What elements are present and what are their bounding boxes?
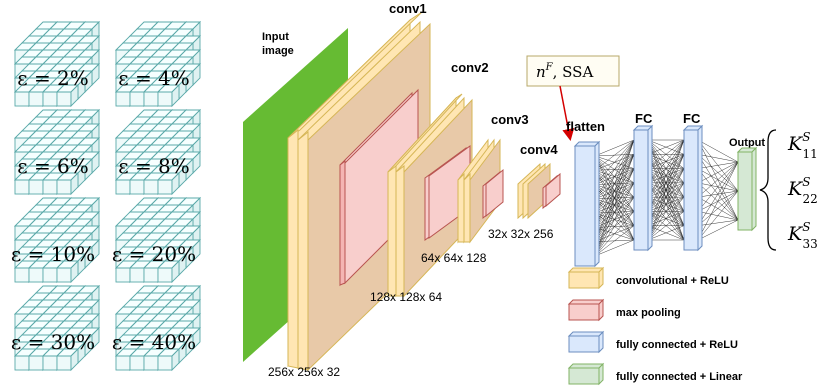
legend-swatch-conv	[568, 271, 600, 289]
dim-conv3: 64x 64x 128	[421, 251, 487, 265]
conv1-label: conv1	[389, 1, 427, 16]
porosity-label-3-0: ε = 30%	[11, 330, 95, 354]
legend-label-fc_relu: fully connected + ReLU	[616, 339, 738, 351]
legend-label-fc_linear: fully connected + Linear	[616, 371, 743, 383]
input-label-line2: image	[262, 45, 294, 57]
porosity-cube-0-0	[13, 20, 101, 108]
porosity-label-1-0: ε = 6%	[17, 154, 89, 178]
annotation-arrow	[559, 85, 575, 141]
input-label-line1: Input	[262, 31, 289, 43]
porosity-cube-2-1	[114, 196, 202, 284]
porosity-label-2-1: ε = 20%	[112, 242, 196, 266]
porosity-label-1-1: ε = 8%	[118, 154, 190, 178]
legend-swatch-fc_linear	[568, 367, 600, 385]
fc1-label: FC	[635, 111, 653, 126]
porosity-label-2-0: ε = 10%	[11, 242, 95, 266]
conv2-label: conv2	[451, 60, 489, 75]
dim-conv1: 256x 256x 32	[268, 365, 340, 379]
annotation-box	[526, 55, 620, 87]
conv3-label: conv3	[491, 112, 529, 127]
porosity-cube-1-0	[13, 108, 101, 196]
dense-layers	[573, 124, 758, 268]
fc2-label: FC	[683, 111, 701, 126]
pool3-block	[482, 168, 504, 220]
annotation-text: nF, SSA	[536, 62, 593, 81]
pool4-block	[542, 172, 561, 210]
legend-item-fc_relu: fully connected + ReLU	[567, 330, 738, 354]
output-layer	[736, 146, 758, 232]
fc2-layer	[682, 124, 704, 252]
legend: convolutional + ReLU max pooling fully con…	[567, 266, 743, 386]
legend-label-conv: convolutional + ReLU	[616, 275, 729, 287]
flatten-label: flatten	[566, 119, 605, 134]
dim-conv4: 32x 32x 256	[488, 227, 554, 241]
porosity-cube-3-1	[114, 284, 202, 372]
flatten-layer	[573, 140, 601, 268]
output-label: Output	[729, 137, 765, 149]
porosity-cube-2-0	[13, 196, 101, 284]
porosity-cube-1-1	[114, 108, 202, 196]
fc1-layer	[632, 124, 654, 252]
legend-swatch-pool	[568, 303, 600, 321]
porosity-cube-grid: ε = 2% ε = 4% ε = 6% ε = 8% ε = 10% ε = 20% ε …	[11, 20, 202, 372]
legend-label-pool: max pooling	[616, 307, 681, 319]
output-brace	[759, 129, 777, 251]
conv4-label: conv4	[520, 142, 558, 157]
dense-connections	[594, 139, 739, 257]
porosity-cube-3-0	[13, 284, 101, 372]
porosity-cube-0-1	[114, 20, 202, 108]
legend-swatch-fc_relu	[568, 335, 600, 353]
legend-item-conv: convolutional + ReLU	[567, 266, 729, 290]
legend-item-pool: max pooling	[567, 298, 681, 322]
porosity-label-0-0: ε = 2%	[17, 66, 89, 90]
legend-item-fc_linear: fully connected + Linear	[567, 362, 743, 386]
porosity-label-0-1: ε = 4%	[118, 66, 190, 90]
dim-conv2: 128x 128x 64	[370, 290, 442, 304]
conv4-block	[517, 162, 551, 220]
porosity-label-3-1: ε = 40%	[112, 330, 196, 354]
